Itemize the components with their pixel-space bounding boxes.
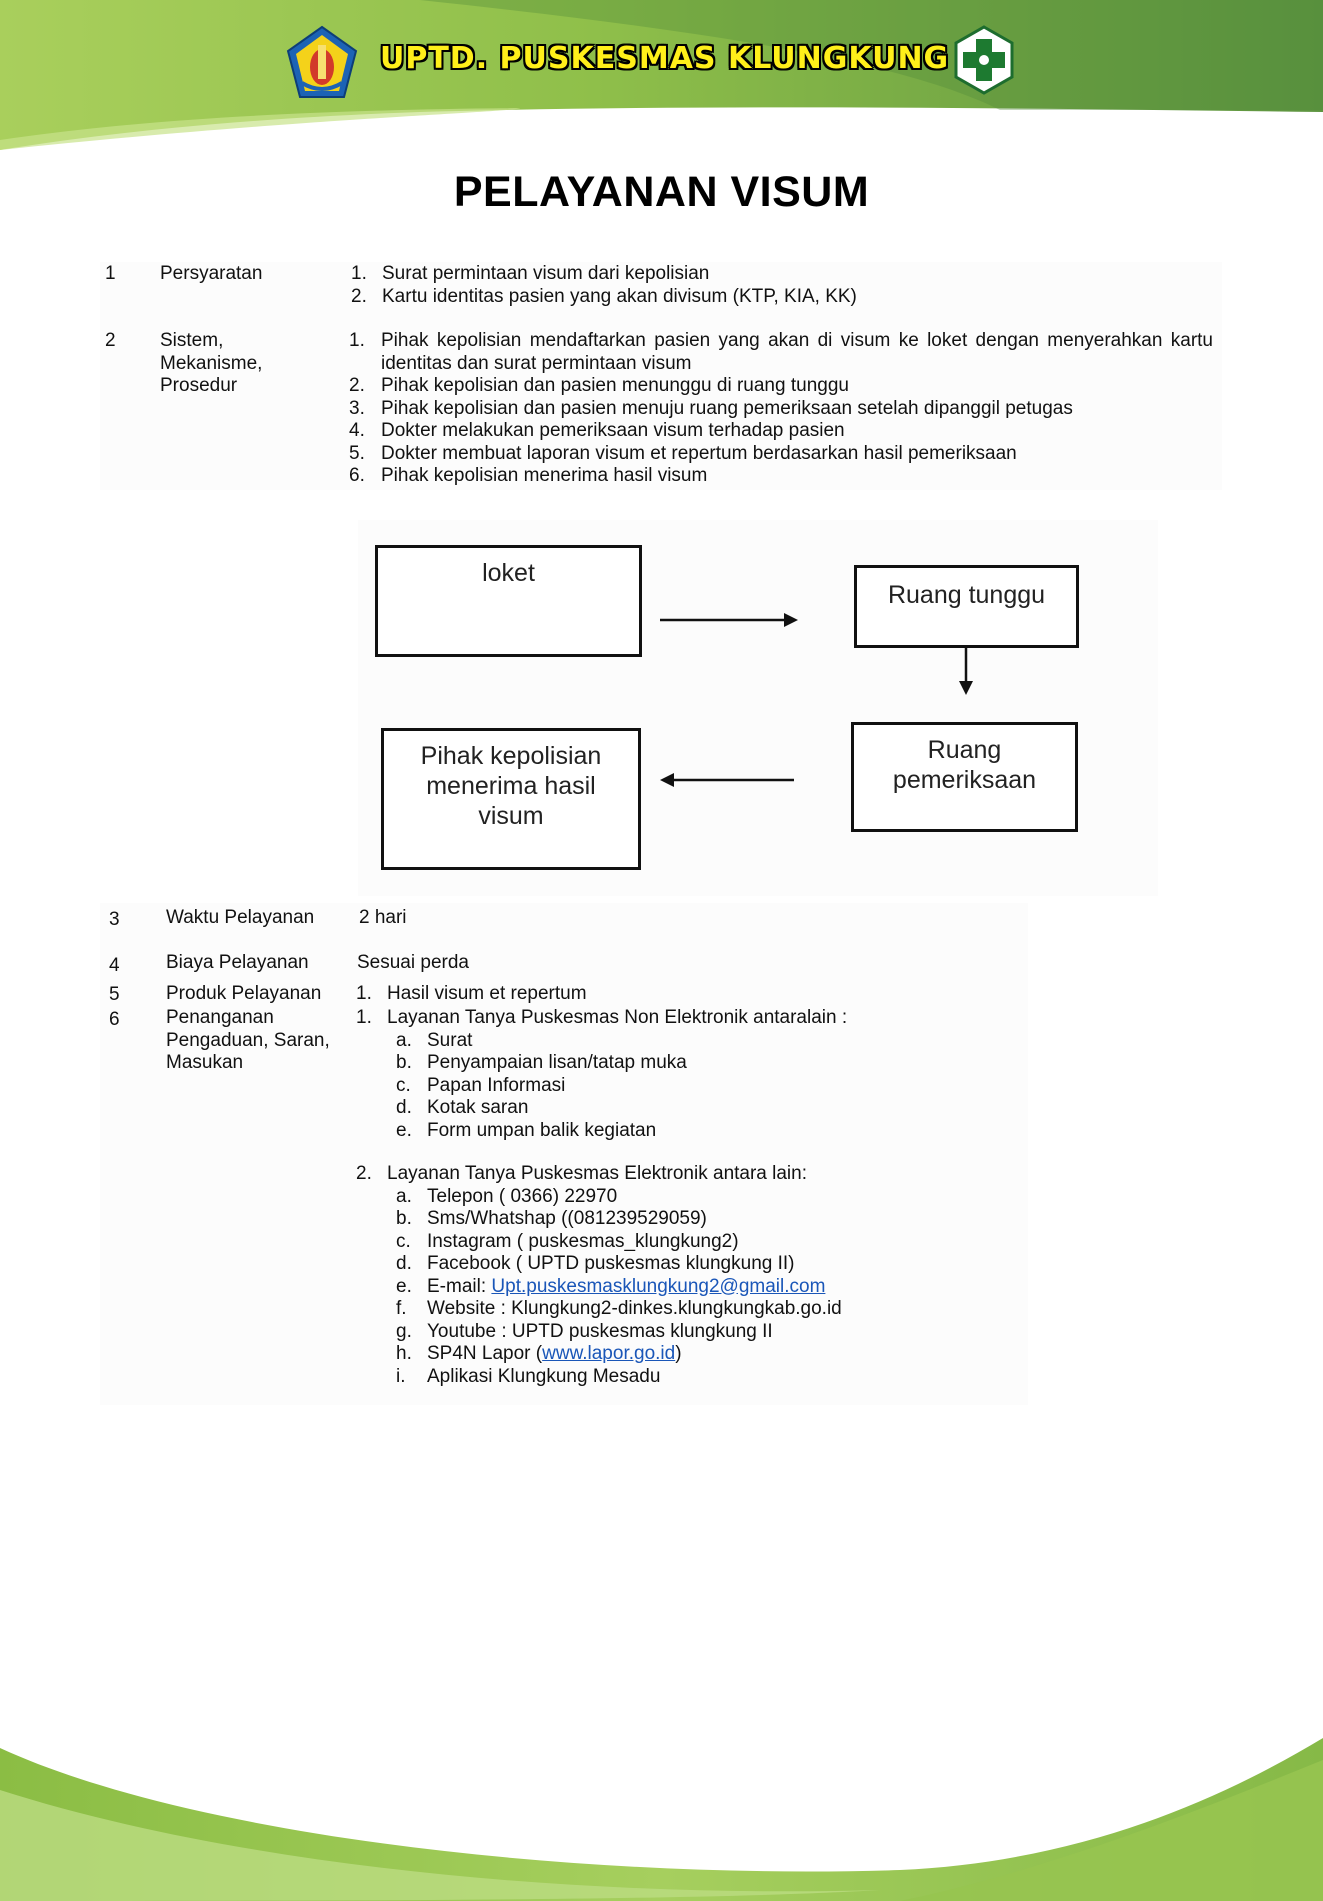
list-item: 1.Layanan Tanya Puskesmas Non Elektronik… [356,1007,848,1028]
sub-list-item: d.Kotak saran [396,1097,529,1118]
list-item: 6.Pihak kepolisian menerima hasil visum [349,465,708,486]
list-item: 1.Surat permintaan visum dari kepolisian [351,263,710,284]
puskesmas-cross-icon [954,25,1014,95]
list-item: 2.Layanan Tanya Puskesmas Elektronik ant… [356,1163,808,1184]
section-label-sistem: Sistem, Mekanisme, Prosedur [160,330,263,396]
header-title: UPTD. PUSKESMAS KLUNGKUNG II [380,41,985,76]
sub-list-item: e.E-mail: Upt.puskesmasklungkung2@gmail.… [396,1275,826,1297]
flow-box-loket: loket [375,545,642,657]
list-item: 4.Dokter melakukan pemeriksaan visum ter… [349,420,845,441]
list-item: 5.Dokter membuat laporan visum et repert… [349,442,1017,464]
sub-list-item: i.Aplikasi Klungkung Mesadu [396,1365,661,1387]
sub-list-item: a.Telepon ( 0366) 22970 [396,1185,618,1207]
list-item: 2.Pihak kepolisian dan pasien menunggu d… [349,375,849,396]
sub-list-item: f.Website : Klungkung2-dinkes.klungkungk… [396,1298,842,1319]
flow-box-ruang-tunggu: Ruang tunggu [854,565,1079,648]
sub-list-item: g.Youtube : UPTD puskesmas klungkung II [396,1320,773,1342]
sub-list-item: d.Facebook ( UPTD puskesmas klungkung II… [396,1253,795,1274]
section-number: 3 [109,909,120,930]
section-number: 6 [109,1009,120,1030]
pengaduan-elektronik: 2.Layanan Tanya Puskesmas Elektronik ant… [356,1163,1006,1388]
pengaduan-nonelektronik: 1.Layanan Tanya Puskesmas Non Elektronik… [356,1007,1006,1142]
sub-list-item: c.Papan Informasi [396,1074,566,1096]
list-item: 1.Pihak kepolisian mendaftarkan pasien y… [349,330,1213,374]
sub-list-item: b.Sms/Whatshap ((081239529059) [396,1208,707,1229]
section-number: 4 [109,955,120,976]
sub-list-item: b.Penyampaian lisan/tatap muka [396,1052,687,1073]
services-panel [100,903,1028,1405]
biaya-value: Sesuai perda [357,952,469,973]
lapor-link[interactable]: www.lapor.go.id [542,1343,676,1364]
persyaratan-list: 1.Surat permintaan visum dari kepolisian… [351,263,1211,308]
page-title: PELAYANAN VISUM [453,168,870,216]
flow-box-ruang-pemeriksaan: Ruang pemeriksaan [851,722,1078,832]
sub-list-item: e.Form umpan balik kegiatan [396,1119,657,1141]
list-item: 1.Hasil visum et repertum [356,983,587,1004]
section-number: 2 [105,330,116,351]
footer-background [0,1738,1323,1901]
arrow-right-icon [660,613,798,627]
email-link[interactable]: Upt.puskesmasklungkung2@gmail.com [491,1275,826,1297]
section-label-pengaduan: Penanganan Pengaduan, Saran, Masukan [166,1007,330,1073]
list-item: 3.Pihak kepolisian dan pasien menuju rua… [349,397,1073,419]
arrow-down-icon [959,647,973,695]
sub-list-item: c.Instagram ( puskesmas_klungkung2) [396,1230,739,1252]
government-emblem-icon [286,25,358,98]
section-number: 5 [109,984,120,1005]
flow-box-kepolisian: Pihak kepolisian menerima hasil visum [381,728,641,870]
sub-list-item: h.SP4N Lapor (www.lapor.go.id) [396,1343,682,1364]
section-label-biaya: Biaya Pelayanan [166,952,309,973]
section-label-persyaratan: Persyaratan [160,263,263,284]
waktu-value: 2 hari [359,907,407,928]
requirements-panel [100,262,1222,490]
section-label-waktu: Waktu Pelayanan [166,907,315,928]
sistem-list: 1.Pihak kepolisian mendaftarkan pasien y… [349,330,1213,488]
list-item: 2.Kartu identitas pasien yang akan divis… [351,285,857,307]
flowchart: loket Ruang tunggu Ruang pemeriksaan Pih… [358,520,1158,896]
sub-list-item: a.Surat [396,1029,473,1051]
header: UPTD. PUSKESMAS KLUNGKUNG II [0,22,1323,102]
arrow-left-icon [660,773,794,787]
produk-list: 1.Hasil visum et repertum [356,983,956,1006]
section-number: 1 [105,263,116,284]
section-label-produk: Produk Pelayanan [166,983,322,1004]
